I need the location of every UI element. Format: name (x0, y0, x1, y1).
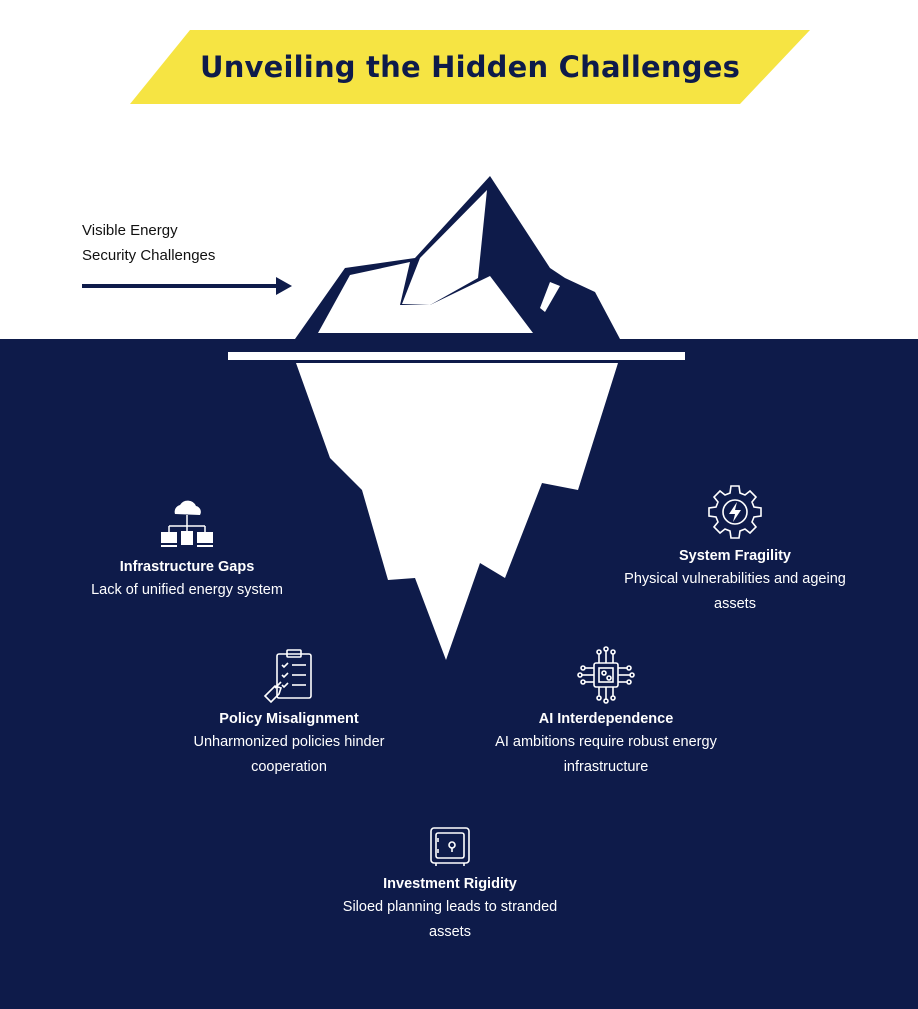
challenge-description: AI ambitions require robust energy infra… (495, 734, 717, 775)
waterline (228, 352, 685, 360)
iceberg-underwater (296, 363, 618, 660)
ai-chip-icon (577, 646, 635, 704)
challenge-description: Lack of unified energy system (91, 582, 283, 598)
visible-label-line2: Security Challenges (82, 247, 216, 264)
challenge-title: Infrastructure Gaps (119, 559, 255, 575)
arrow-icon (82, 277, 292, 295)
iceberg-tip (295, 176, 620, 339)
challenge-description: Physical vulnerabilities and ageing asse… (624, 571, 846, 612)
challenge-system-fragility: System Fragility Physical vulnerabilitie… (607, 483, 863, 617)
challenge-ai-interdependence: AI Interdependence AI ambitions require … (476, 646, 736, 780)
challenge-description: Siloed planning leads to stranded assets (342, 899, 558, 940)
gear-lightning-icon (708, 485, 762, 539)
challenge-title: Investment Rigidity (383, 876, 517, 892)
challenge-title: Policy Misalignment (219, 711, 359, 727)
challenge-infrastructure-gaps: Infrastructure Gaps Lack of unified ener… (72, 492, 302, 603)
title-banner (130, 30, 810, 104)
challenge-investment-rigidity: Investment Rigidity Siloed planning lead… (330, 825, 570, 945)
challenge-description: Unharmonized policies hinder cooperation (193, 734, 385, 775)
visible-label-line1: Visible Energy (82, 222, 178, 239)
challenge-title: AI Interdependence (538, 711, 674, 727)
checklist-icon (263, 649, 312, 704)
challenge-policy-misalignment: Policy Misalignment Unharmonized policie… (174, 648, 404, 780)
challenge-title: System Fragility (678, 548, 791, 564)
page-title: Unveiling the Hidden Challenges (199, 50, 741, 84)
safe-icon (430, 827, 470, 866)
visible-challenges-label: Visible Energy Security Challenges (82, 218, 282, 268)
cloud-network-icon (161, 500, 213, 547)
